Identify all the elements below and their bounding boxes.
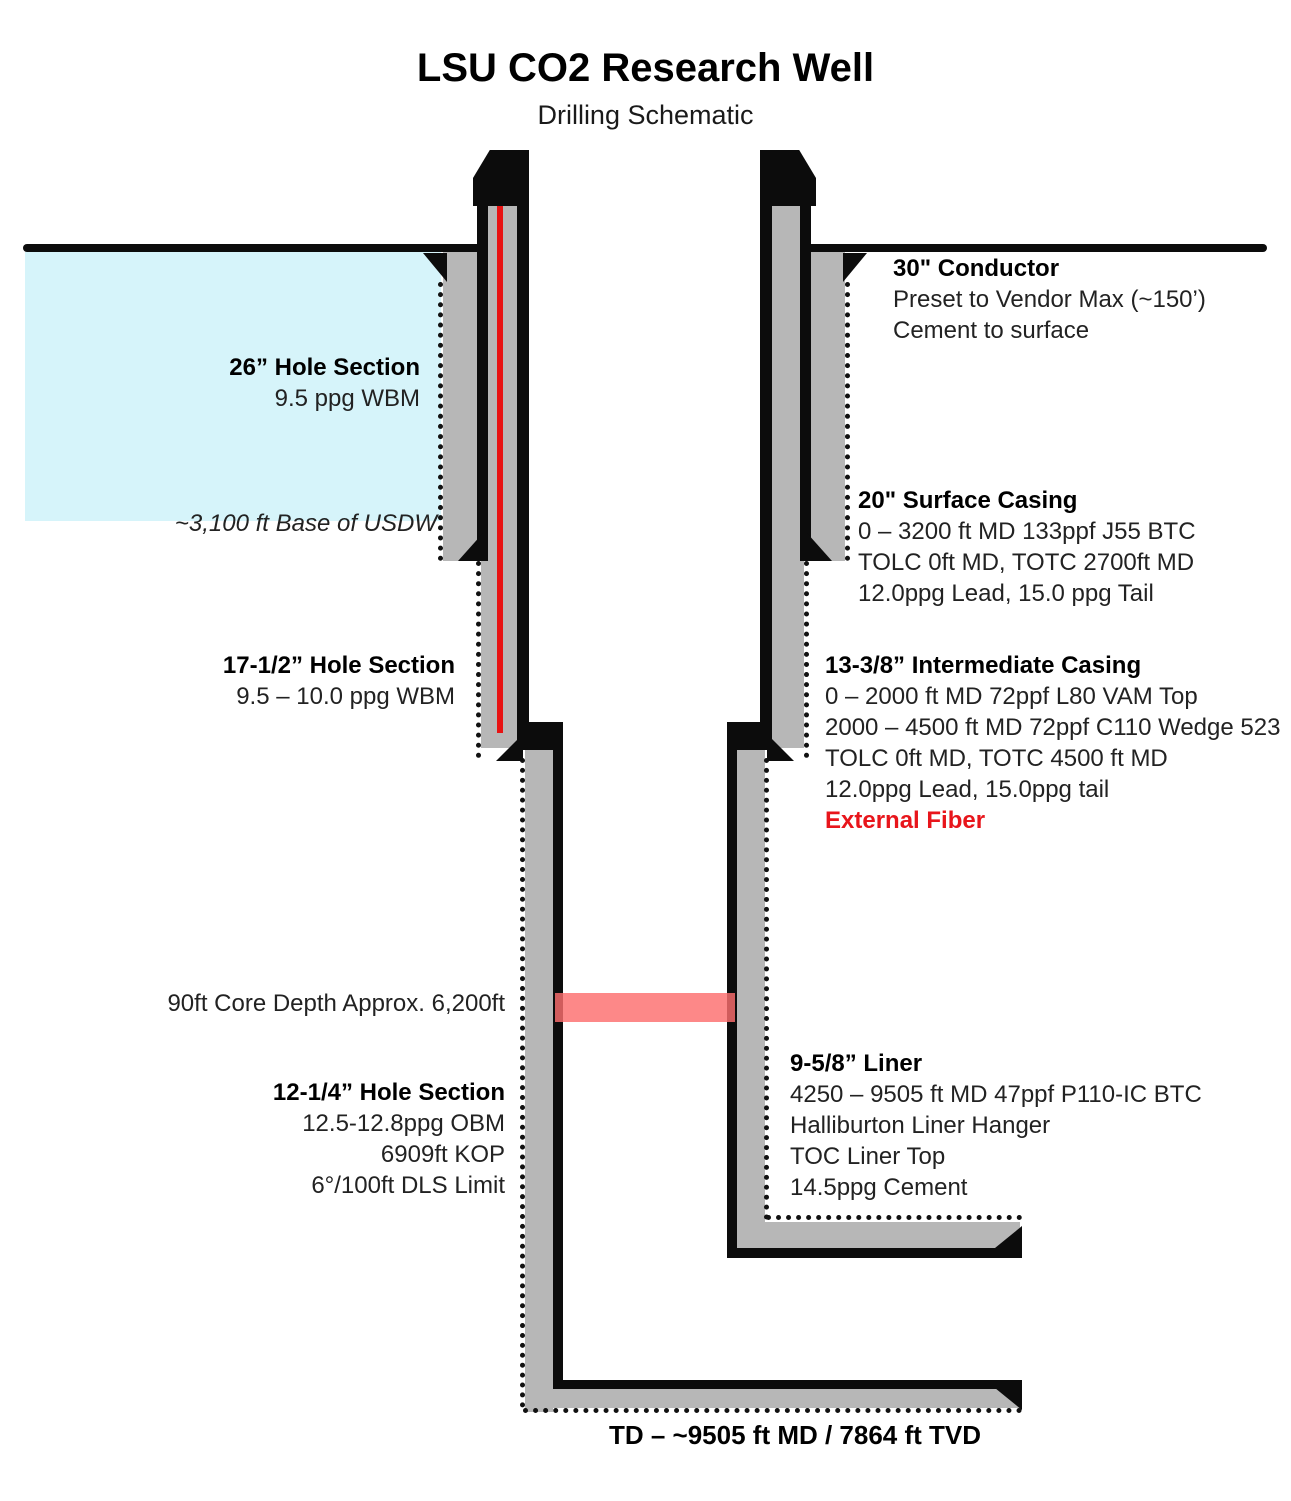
td-floor-bar	[553, 1380, 1022, 1389]
liner-wall-left	[553, 750, 563, 1388]
hole-17-label: 17-1/2” Hole Section 9.5 – 10.0 ppg WBM	[223, 650, 455, 712]
intermediate-casing-wall-right	[760, 200, 772, 740]
liner-label-line: TOC Liner Top	[790, 1143, 946, 1170]
hole-17-boundary-left	[476, 561, 481, 758]
conductor-cement-right	[811, 252, 845, 561]
hole-26-boundary-left	[438, 282, 443, 561]
liner-floor-bar	[727, 1248, 1022, 1258]
intermediate-casing-label-line: 12.0ppg Lead, 15.0ppg tail	[825, 776, 1110, 803]
ground-surface-line-right	[805, 244, 1267, 252]
liner-hanger-right	[727, 722, 767, 750]
external-fiber-label: External Fiber	[825, 807, 986, 834]
wellhead-right	[760, 150, 816, 206]
usdw-aquifer-zone	[25, 252, 441, 521]
liner-label-line: Halliburton Liner Hanger	[790, 1112, 1051, 1139]
hole-17-label-title: 17-1/2” Hole Section	[222, 652, 455, 679]
conductor-label-line: Preset to Vendor Max (~150’)	[893, 286, 1206, 313]
hole-26-label-line: 9.5 ppg WBM	[274, 385, 420, 412]
hole-12-label-line: 12.5-12.8ppg OBM	[302, 1110, 505, 1137]
usdw-base-label: ~3,100 ft Base of USDW	[175, 508, 437, 539]
wellhead-left	[473, 150, 529, 206]
intermediate-casing-label-line: 0 – 2000 ft MD 72ppf L80 VAM Top	[825, 683, 1198, 710]
intermediate-casing-label-line: 2000 – 4500 ft MD 72ppf C110 Wedge 523	[825, 714, 1281, 741]
intermediate-casing-label-line: TOLC 0ft MD, TOTC 4500 ft MD	[825, 745, 1168, 772]
surface-casing-label-line: 0 – 3200 ft MD 133ppf J55 BTC	[858, 518, 1196, 545]
hole-12-label-line: 6909ft KOP	[380, 1141, 505, 1168]
hole-12-boundary-right	[764, 758, 769, 1220]
surface-casing-label-line: 12.0ppg Lead, 15.0 ppg Tail	[858, 580, 1154, 607]
page-title: LSU CO2 Research Well	[416, 46, 875, 90]
conductor-label-line: Cement to surface	[893, 317, 1090, 344]
td-text: TD – ~9505 ft MD / 7864 ft TVD	[608, 1420, 982, 1450]
liner-label: 9-5/8” Liner 4250 – 9505 ft MD 47ppf P11…	[790, 1048, 1202, 1203]
external-fiber-line	[497, 206, 503, 733]
intermediate-annulus-right	[772, 561, 804, 748]
surface-casing-label-line: TOLC 0ft MD, TOTC 2700ft MD	[858, 549, 1195, 576]
liner-hanger-left	[523, 722, 563, 750]
td-bottom-boundary	[523, 1408, 1022, 1413]
hole-26-label-title: 26” Hole Section	[229, 354, 420, 381]
hole-12-boundary-left	[520, 758, 525, 1408]
hole-26-boundary-right	[845, 282, 850, 561]
conductor-cement-left	[443, 252, 477, 561]
td-lateral-cement	[525, 1388, 1020, 1408]
liner-label-line: 14.5ppg Cement	[790, 1174, 968, 1201]
liner-annulus-right	[737, 750, 765, 1222]
td-label: TD – ~9505 ft MD / 7864 ft TVD	[545, 1420, 1045, 1451]
ground-surface-line-left	[23, 244, 477, 252]
hole-17-boundary-right	[804, 561, 809, 758]
core-depth-label: 90ft Core Depth Approx. 6,200ft	[167, 988, 505, 1019]
surface-casing-wall-right	[800, 200, 811, 561]
hole-12-label: 12-1/4” Hole Section 12.5-12.8ppg OBM 69…	[273, 1077, 505, 1201]
core-interval-band	[555, 993, 735, 1022]
intermediate-casing-wall-left	[517, 200, 529, 740]
hole-12-label-title: 12-1/4” Hole Section	[272, 1079, 505, 1106]
surface-casing-label-title: 20" Surface Casing	[858, 487, 1078, 514]
conductor-label: 30" Conductor Preset to Vendor Max (~150…	[893, 253, 1206, 346]
surface-casing-label: 20" Surface Casing 0 – 3200 ft MD 133ppf…	[858, 485, 1196, 609]
intermediate-casing-label-title: 13-3/8” Intermediate Casing	[825, 652, 1142, 679]
liner-lateral-boundary	[766, 1215, 1022, 1220]
liner-label-line: 4250 – 9505 ft MD 47ppf P110-IC BTC	[790, 1081, 1202, 1108]
liner-annulus-left	[525, 750, 553, 1412]
page-subtitle: Drilling Schematic	[537, 100, 754, 130]
hole-12-label-line: 6°/100ft DLS Limit	[311, 1172, 505, 1199]
core-depth-text: 90ft Core Depth Approx. 6,200ft	[167, 990, 505, 1017]
conductor-marker-right	[843, 253, 867, 282]
liner-label-title: 9-5/8” Liner	[790, 1050, 923, 1077]
usdw-base-text: ~3,100 ft Base of USDW	[174, 510, 437, 537]
intermediate-casing-label: 13-3/8” Intermediate Casing 0 – 2000 ft …	[825, 650, 1280, 836]
hole-17-label-line: 9.5 – 10.0 ppg WBM	[236, 683, 455, 710]
hole-26-label: 26” Hole Section 9.5 ppg WBM	[229, 352, 420, 414]
conductor-label-title: 30" Conductor	[893, 255, 1060, 282]
surface-casing-wall-left	[477, 200, 488, 561]
surface-casing-annulus-right	[772, 206, 800, 561]
liner-lateral-cement	[737, 1222, 1020, 1248]
